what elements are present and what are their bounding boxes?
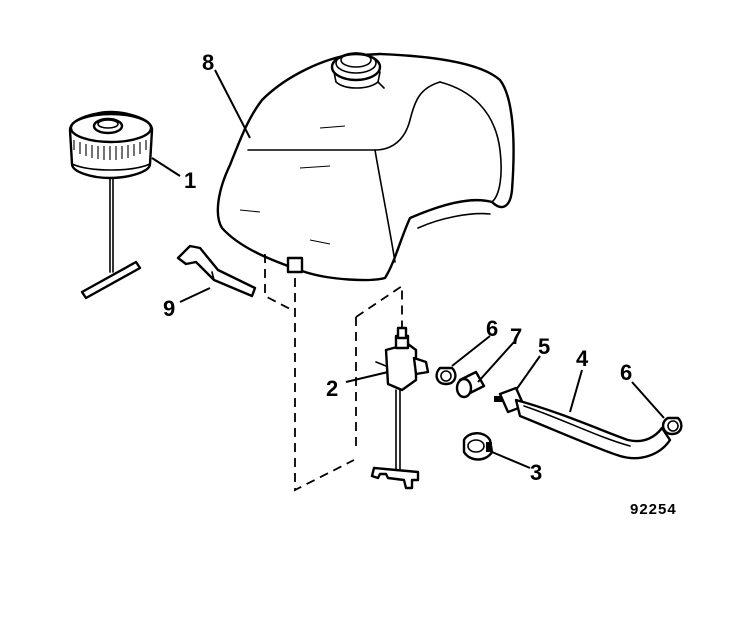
callout-6-right: 6 — [620, 360, 632, 385]
bracket — [176, 244, 257, 298]
callout-3: 3 — [530, 460, 542, 485]
fuel-cap — [68, 110, 154, 300]
callout-2: 2 — [326, 376, 338, 401]
fuel-tank — [216, 52, 515, 282]
clip-right — [661, 416, 683, 436]
hose-clamp — [462, 432, 494, 461]
callout-4: 4 — [576, 346, 589, 371]
fuel-valve — [370, 326, 430, 490]
figure-number: 92254 — [630, 501, 677, 518]
fuel-hose — [514, 398, 672, 460]
callout-5: 5 — [538, 334, 550, 359]
callout-6-left: 6 — [486, 316, 498, 341]
callout-8: 8 — [202, 50, 214, 75]
callout-1: 1 — [184, 168, 196, 193]
assembly-guide-lines — [264, 254, 403, 492]
leader-lines — [151, 69, 665, 469]
clip-left — [435, 366, 457, 386]
callouts: 8 1 9 2 6 7 5 4 6 3 92254 — [163, 50, 677, 518]
callout-7: 7 — [510, 324, 522, 349]
callout-9: 9 — [163, 296, 175, 321]
fuel-filter — [455, 370, 486, 399]
